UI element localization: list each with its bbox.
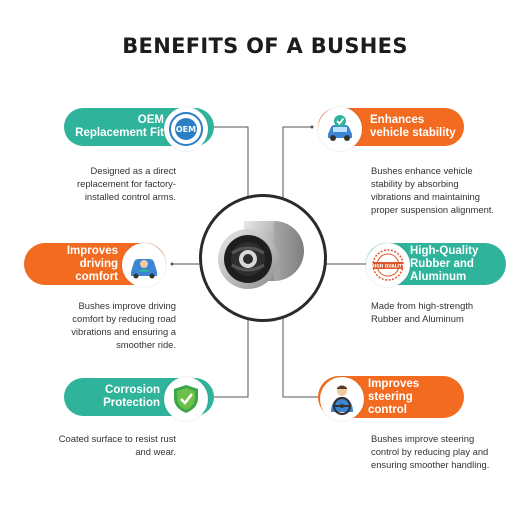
desc-line: Bushes enhance vehicle xyxy=(371,165,473,176)
steering-wheel-driver-icon xyxy=(320,377,364,421)
benefit-label-line1: High-Quality xyxy=(410,244,479,257)
desc-line: Designed as a direct xyxy=(90,165,176,176)
desc-line: vibrations and ensuring a xyxy=(71,326,176,337)
benefit-label-line1: Improves xyxy=(66,244,118,257)
benefit-label-line2: Protection xyxy=(103,397,160,409)
page-title: BENEFITS OF A BUSHES xyxy=(122,34,408,58)
benefit-description: Designed as a direct replacement for fac… xyxy=(52,164,176,203)
high-quality-stamp-icon: HIGH QUALITY xyxy=(366,243,410,287)
benefit-label-line2: driving xyxy=(79,257,118,270)
desc-line: smoother ride. xyxy=(116,339,176,350)
benefit-description: Bushes improve steering control by reduc… xyxy=(371,432,521,471)
desc-line: stability by absorbing xyxy=(371,178,459,189)
desc-line: installed control arms. xyxy=(84,191,176,202)
stamp-text: HIGH QUALITY xyxy=(371,264,406,269)
desc-line: comfort by reducing road xyxy=(72,313,176,324)
benefit-description: Made from high-strength Rubber and Alumi… xyxy=(371,299,511,325)
benefit-description: Coated surface to resist rust and wear. xyxy=(30,432,176,458)
desc-line: Made from high-strength xyxy=(371,300,474,311)
desc-line: Bushes improve driving xyxy=(78,300,176,311)
benefit-label-line2: Rubber and xyxy=(410,257,474,270)
benefit-label-line2: vehicle stability xyxy=(370,127,456,139)
shield-check-icon xyxy=(164,377,208,421)
desc-line: vibrations and maintaining xyxy=(371,191,480,202)
desc-line: replacement for factory- xyxy=(77,178,176,189)
benefit-label-line3: comfort xyxy=(75,270,118,283)
desc-line: ensuring smoother handling. xyxy=(371,459,490,470)
desc-line: Coated surface to resist rust xyxy=(58,433,176,444)
benefit-label-line1: Enhances xyxy=(370,114,425,126)
desc-line: and wear. xyxy=(135,446,176,457)
benefit-description: Bushes enhance vehicle stability by abso… xyxy=(371,164,521,216)
benefit-label-line2: Replacement Fit xyxy=(75,127,164,139)
oem-seal-icon: OEM xyxy=(164,107,208,151)
desc-line: Bushes improve steering xyxy=(371,433,475,444)
bushing-image-ring xyxy=(199,194,327,322)
benefit-label-line3: control xyxy=(368,403,407,416)
bushing-image xyxy=(218,221,304,289)
benefit-label-line1: OEM xyxy=(137,114,164,126)
desc-line: proper suspension alignment. xyxy=(371,204,494,215)
desc-line: Rubber and Aluminum xyxy=(371,313,464,324)
benefit-label-line1: Corrosion xyxy=(105,384,160,396)
car-check-icon xyxy=(318,107,362,151)
benefit-description: Bushes improve driving comfort by reduci… xyxy=(30,299,176,351)
svg-text:OEM: OEM xyxy=(176,125,196,134)
benefit-label-line2: steering xyxy=(368,390,413,403)
desc-line: control by reducing play and xyxy=(371,446,489,457)
benefit-label-line1: Improves xyxy=(368,377,420,390)
driver-car-icon xyxy=(122,243,166,287)
benefit-label-line3: Aluminum xyxy=(410,270,467,283)
